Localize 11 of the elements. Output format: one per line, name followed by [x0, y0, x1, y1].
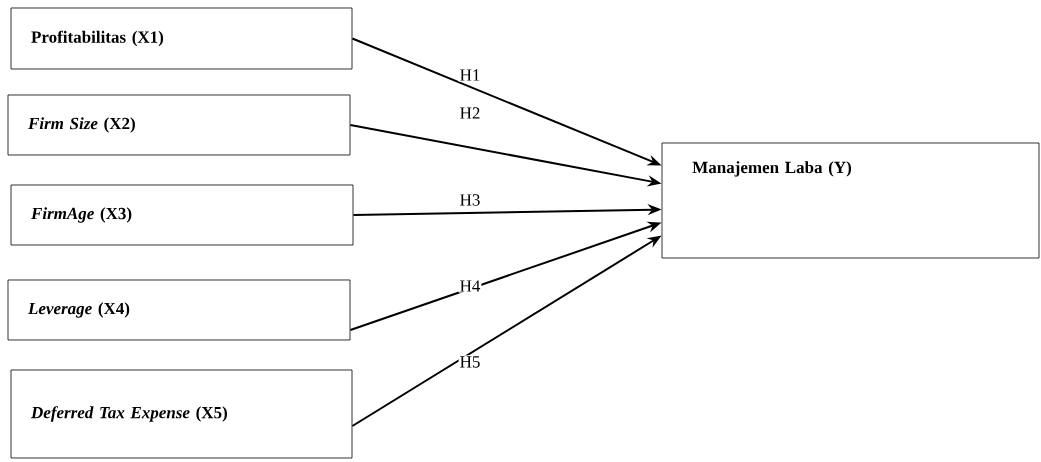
edge-label: H2 [460, 107, 480, 119]
variable-box: Leverage (X4) [7, 279, 351, 341]
edge-label: H4 [460, 280, 481, 292]
variable-box: Manajemen Laba (Y) [661, 142, 1040, 259]
edge-label: H3 [460, 194, 480, 206]
variable-box: FirmAge (X3) [10, 184, 354, 246]
variable-box: Deferred Tax Expense (X5) [10, 369, 353, 459]
edge-label: H1 [460, 69, 480, 81]
variable-box: Profitabilitas (X1) [10, 7, 353, 70]
edge-label: H5 [460, 356, 480, 368]
variable-box: Firm Size (X2) [7, 94, 351, 156]
